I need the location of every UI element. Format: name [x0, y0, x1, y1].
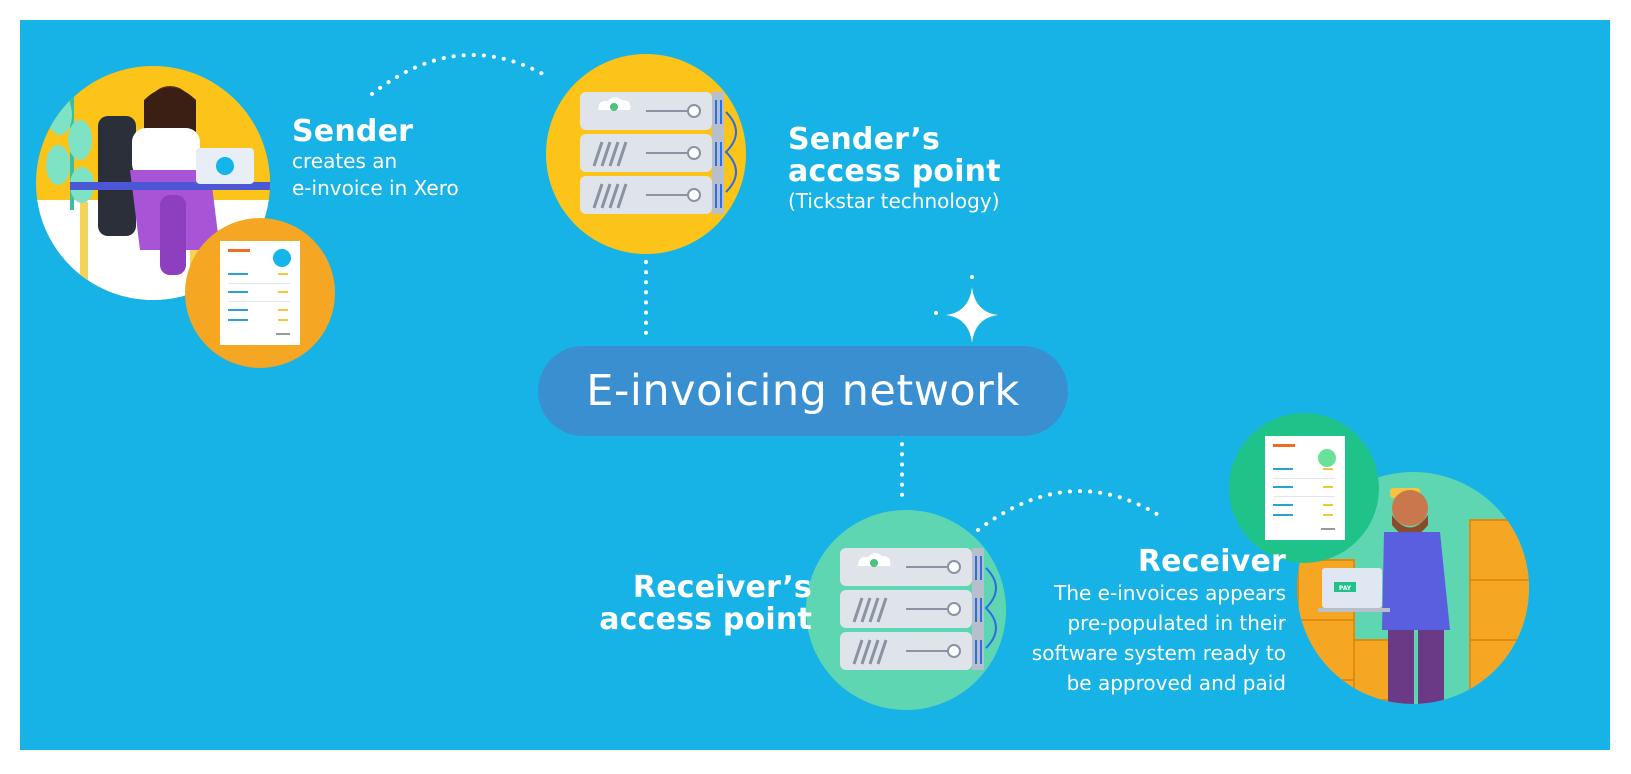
- receiver-illustration: PAY: [1229, 413, 1529, 704]
- sender-line-2: e-invoice in Xero: [292, 176, 459, 200]
- network-label: E-invoicing network: [586, 366, 1020, 416]
- laptop-icon: PAY: [1318, 568, 1390, 612]
- sender-access-point-text: Sender’s access point (Tickstar technolo…: [788, 124, 1001, 215]
- receiver-line-4: be approved and paid: [1066, 671, 1286, 695]
- receiver-access-point-title-1: Receiver’s: [632, 570, 812, 605]
- receiver-access-point-title-2: access point: [599, 602, 812, 637]
- sender-title: Sender: [292, 114, 414, 149]
- sender-access-point-subtitle: (Tickstar technology): [788, 189, 1000, 213]
- pay-button-label: PAY: [1339, 585, 1352, 592]
- receiver-line-3: software system ready to: [1031, 641, 1286, 665]
- sparkle-icon: [934, 275, 998, 343]
- receiver-access-point-text: Receiver’s access point: [580, 572, 812, 636]
- sender-invoice-document: [220, 241, 300, 345]
- server-icon: [580, 92, 737, 214]
- sender-line-1: creates an: [292, 149, 398, 173]
- e-invoicing-network-pill: E-invoicing network: [538, 346, 1068, 436]
- receiver-access-point-illustration: [806, 510, 1006, 710]
- receiver-line-2: pre-populated in their: [1067, 611, 1286, 635]
- receiver-invoice-document: [1265, 436, 1345, 540]
- receiver-line-1: The e-invoices appears: [1054, 581, 1286, 605]
- connector-receiver-access-point-to-receiver: [976, 489, 1162, 532]
- receiver-text: Receiver The e-invoices appears pre-popu…: [1026, 546, 1286, 698]
- server-icon: [840, 548, 997, 670]
- sender-text: Sender creates an e-invoice in Xero: [292, 116, 459, 202]
- e-invoicing-diagram: PAY E-invoicing network Sender: [20, 20, 1610, 750]
- receiver-title: Receiver: [1137, 544, 1286, 579]
- sender-access-point-title-2: access point: [788, 154, 1001, 189]
- sender-access-point-illustration: [546, 54, 746, 254]
- sender-illustration: [36, 66, 335, 368]
- connectors: [370, 53, 1162, 532]
- sender-access-point-title-1: Sender’s: [788, 122, 941, 157]
- person-head: [1392, 490, 1428, 526]
